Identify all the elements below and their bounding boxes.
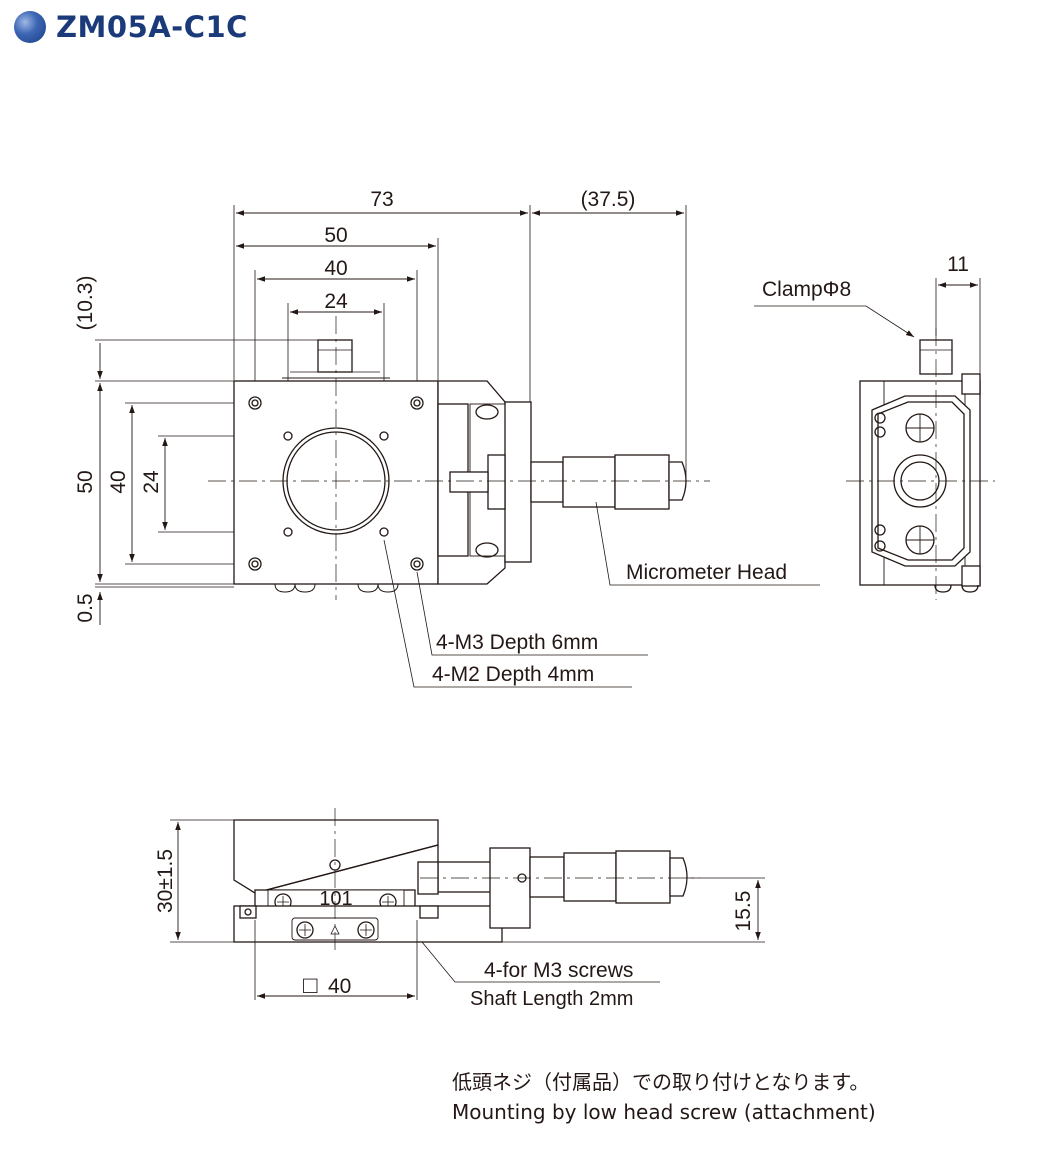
clamp-label: ClampΦ8	[762, 278, 851, 301]
title-bullet-icon	[14, 11, 46, 43]
dim-sq40: 40	[328, 975, 351, 998]
shaft-label: Shaft Length 2mm	[470, 988, 633, 1010]
page-title: ZM05A-C1C	[56, 10, 248, 44]
m3-hole	[248, 396, 424, 571]
m2-hole	[283, 431, 389, 537]
dim-24-height: 24	[140, 470, 163, 494]
dim-24-width: 24	[324, 290, 348, 313]
dim-10-3: (10.3)	[74, 276, 97, 331]
note-japanese: 低頭ネジ（付属品）での取り付けとなります。	[452, 1070, 870, 1094]
dim-0-5: 0.5	[74, 593, 97, 622]
m2-depth-label: 4-M2 Depth 4mm	[432, 663, 594, 686]
square-symbol: □	[303, 972, 318, 999]
dim-11: 11	[947, 253, 969, 276]
title-block: ZM05A-C1C	[14, 10, 248, 44]
m3-depth-label: 4-M3 Depth 6mm	[436, 631, 598, 654]
side-view	[754, 278, 995, 600]
screws-label: 4-for M3 screws	[484, 959, 633, 982]
dim-40-width: 40	[324, 257, 347, 280]
scale-label: 101	[319, 888, 352, 910]
dim-15-5: 15.5	[732, 891, 755, 932]
micrometer-head-label: Micrometer Head	[626, 561, 787, 584]
dim-50-height: 50	[74, 470, 97, 493]
front-view	[170, 808, 765, 1000]
top-view	[95, 205, 820, 688]
note-english: Mounting by low head screw (attachment)	[452, 1100, 876, 1124]
dim-50-width: 50	[324, 224, 347, 247]
dim-30: 30±1.5	[154, 849, 177, 913]
dim-37-5: (37.5)	[581, 188, 636, 211]
dim-40-height: 40	[107, 470, 130, 493]
dim-73: 73	[370, 188, 393, 211]
